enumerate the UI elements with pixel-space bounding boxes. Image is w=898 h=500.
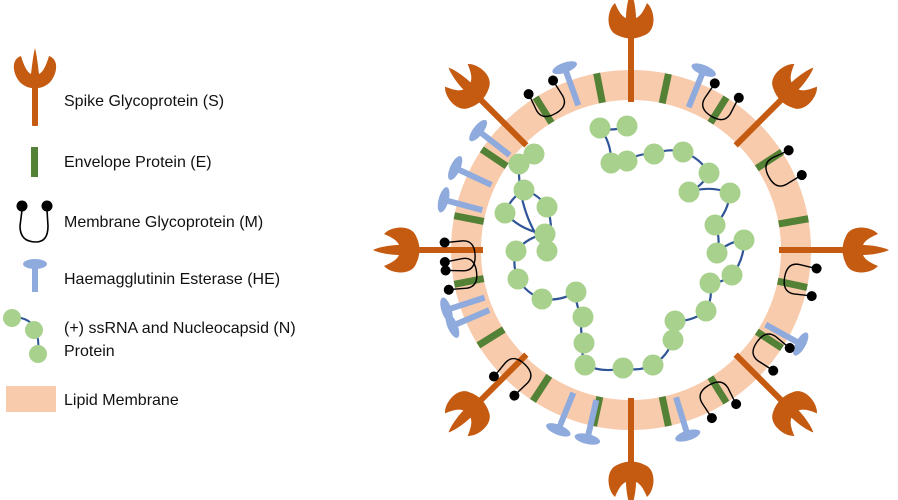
nucleocapsid-protein [695,300,717,322]
spike-glycoprotein [733,64,817,148]
haemagglutinin-esterase-icon [23,259,47,292]
nucleocapsid-protein [523,143,545,165]
envelope-protein [476,326,506,349]
haemagglutinin-esterase [546,391,577,437]
envelope-protein [778,215,809,228]
nucleocapsid-protein [616,150,638,172]
membrane-glycoprotein [439,257,478,295]
nucleocapsid-protein [600,152,622,174]
nucleocapsid-protein [536,240,558,262]
nucleocapsid-protein [494,202,516,224]
envelope-protein [530,373,553,403]
haemagglutinin-esterase [469,119,512,158]
spike-glycoprotein [445,64,529,148]
haemagglutinin-esterase [574,399,601,445]
spike-glycoprotein [608,0,654,102]
legend-ssrna-label-line2: Protein [64,343,115,360]
envelope-protein [658,73,672,105]
nucleocapsid-protein [733,229,755,251]
nucleocapsid-protein [612,357,634,379]
membrane-glycoprotein [702,78,744,121]
nucleocapsid-protein [507,268,529,290]
haemagglutinin-esterase [764,322,809,356]
membrane-glycoprotein [523,75,566,118]
nucleocapsid-protein [672,141,694,163]
legend: Spike Glycoprotein (S) Envelope Protein … [3,48,296,412]
nucleocapsid-proteins [494,115,755,379]
nucleocapsid-protein [642,354,664,376]
nucleocapsid-protein [505,240,527,262]
membrane-glycoprotein [439,237,476,276]
membrane-glycoprotein [765,145,807,187]
nucleocapsid-protein [706,242,728,264]
envelope-protein [532,95,555,125]
nucleocapsid-protein [508,153,530,175]
envelope-protein-icon [31,147,38,177]
membrane-glycoprotein [783,263,822,302]
envelope-protein [754,328,784,351]
nucleocapsid-protein [572,306,594,328]
nucleocapsid-protein [536,196,558,218]
legend-membrane-label: Membrane Glycoprotein (M) [64,214,263,231]
surface-proteins [373,0,889,500]
nucleocapsid-protein [574,354,596,376]
spike-glycoprotein [779,227,889,273]
spike-glycoprotein [608,398,654,500]
nucleocapsid-protein [643,143,665,165]
envelope-protein [453,212,485,225]
envelope-protein [593,72,606,104]
nucleocapsid-protein [699,272,721,294]
haemagglutinin-esterase [673,396,701,442]
membrane-glycoprotein [488,357,532,401]
envelope-protein [479,146,509,170]
nucleocapsid-protein [719,182,741,204]
nucleocapsid-protein [534,223,556,245]
nucleocapsid-protein [565,281,587,303]
legend-envelope-label: Envelope Protein (E) [64,154,212,171]
membrane-glycoprotein [699,381,742,424]
nucleocapsid-protein [664,310,686,332]
nucleocapsid-protein [573,332,595,354]
haemagglutinin-esterase [552,61,582,107]
membrane-glycoprotein [752,333,795,376]
ssrna-nucleocapsid-strand [494,115,755,379]
nucleocapsid-protein [662,329,684,351]
haemagglutinin-esterase [448,156,493,188]
nucleocapsid-protein [698,162,720,184]
lipid-membrane-icon [6,386,56,412]
legend-ssrna-label-line1: (+) ssRNA and Nucleocapsid (N) [64,320,296,337]
nucleocapsid-protein [704,214,726,236]
spike-glycoprotein [733,352,817,436]
nucleocapsid-protein [513,179,535,201]
nucleocapsid-protein [589,117,611,139]
membrane-glycoprotein-icon [16,200,53,243]
nucleocapsid-protein [616,115,638,137]
nucleocapsid-protein [531,288,553,310]
legend-spike-label: Spike Glycoprotein (S) [64,93,224,110]
spike-glycoprotein-icon [13,48,57,126]
haemagglutinin-esterase [437,187,484,214]
nucleocapsid-protein [678,181,700,203]
legend-lipid-label: Lipid Membrane [64,392,179,409]
virion [373,0,889,500]
spike-glycoprotein [373,227,483,273]
nucleocapsid-protein [721,264,743,286]
ssrna-nucleocapsid-icon [3,309,47,363]
spike-glycoprotein [445,352,529,436]
haemagglutinin-esterase [440,294,486,323]
legend-he-label: Haemagglutinin Esterase (HE) [64,271,280,288]
haemagglutinin-esterase [685,63,716,109]
envelope-protein [658,395,672,427]
